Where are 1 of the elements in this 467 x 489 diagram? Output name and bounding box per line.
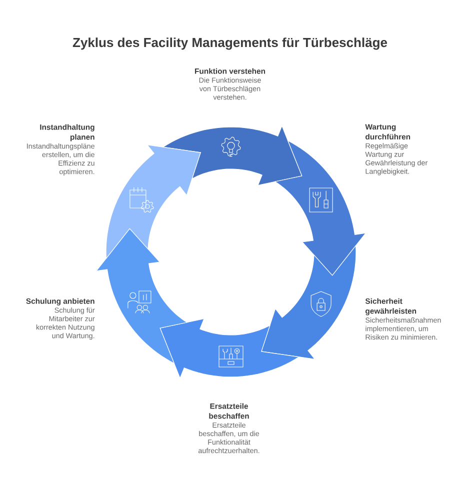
title: Zyklus des Facility Managements für Türbeschläge [72,38,388,50]
